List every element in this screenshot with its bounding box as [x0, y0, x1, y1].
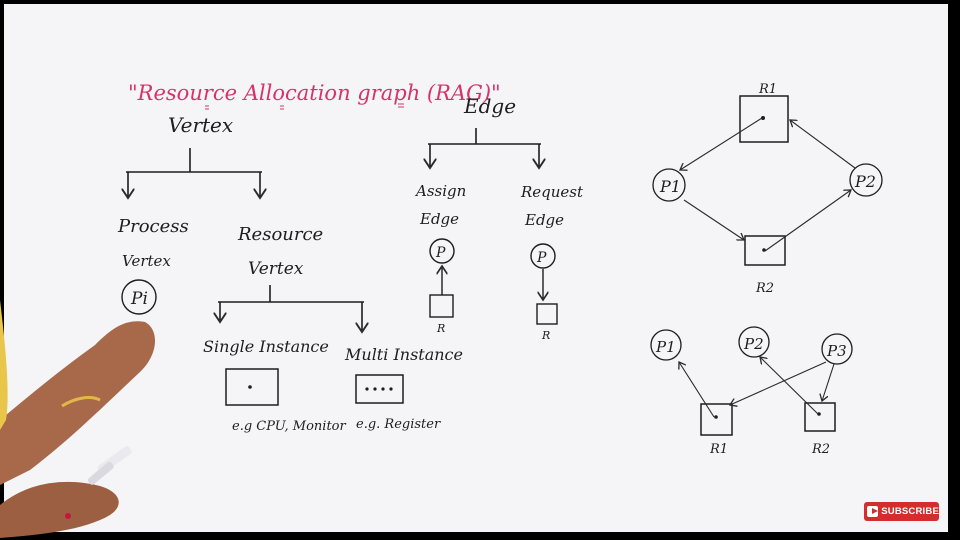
request-edge-line2: Edge: [524, 211, 564, 229]
resource-tree: [218, 285, 364, 332]
process-vertex-symbol: Pi: [130, 289, 148, 309]
multi-instance-dots: [365, 387, 393, 391]
g2-r2-dot: [817, 412, 821, 416]
youtube-play-icon: [867, 506, 879, 517]
g1-p2-circle: [849, 163, 883, 197]
multi-instance-box: [355, 374, 404, 404]
single-instance-example: e.g CPU, Monitor: [232, 419, 346, 434]
single-instance-label: Single Instance: [203, 337, 329, 356]
g1-p1-circle: [652, 168, 686, 202]
example-graph-1: R1 P1 P2 R2: [652, 82, 883, 296]
g2-edge-p3-r1: [730, 361, 827, 405]
vertex-tree: [126, 148, 262, 198]
g2-edge-r2-p2: [760, 357, 819, 415]
g1-r1-dot: [761, 116, 765, 120]
g2-edge-p3-r2: [822, 363, 835, 401]
g1-edge-r1-p1: [680, 117, 763, 170]
g2-edge-r1-p1: [679, 362, 715, 418]
subscribe-label: SUBSCRIBE: [881, 506, 939, 517]
request-r-label: R: [541, 329, 550, 342]
g2-r2-label: R2: [811, 442, 830, 457]
single-instance-dot: [248, 385, 252, 389]
g2-p1-circle: [650, 329, 682, 361]
process-vertex-line1: Process: [117, 216, 189, 237]
title-underline-marks: [205, 103, 404, 110]
assign-p-label: P: [435, 245, 446, 261]
resource-vertex-line2: Vertex: [248, 259, 304, 279]
multi-instance-example: e.g. Register: [356, 417, 441, 432]
single-instance-box: [225, 368, 279, 406]
g1-edge-r2-p2: [764, 190, 851, 252]
g2-p2-circle: [738, 326, 770, 358]
assign-r-box: [429, 294, 454, 318]
edge-tree: [428, 128, 541, 168]
multi-instance-label: Multi Instance: [344, 345, 463, 364]
edge-heading: Edge: [463, 94, 516, 118]
g2-p3-label: P3: [826, 342, 847, 360]
request-p-circle: [530, 243, 556, 269]
g2-p2-label: P2: [743, 335, 764, 353]
subscribe-button[interactable]: SUBSCRIBE: [864, 502, 939, 521]
g1-r1-box: [739, 95, 789, 143]
request-edge-line1: Request: [520, 183, 584, 201]
g1-r2-label: R2: [755, 281, 774, 296]
g1-edge-p2-r1: [790, 120, 856, 169]
g1-p2-label: P2: [854, 172, 876, 191]
page-title: "Resource Allocation graph (RAG)": [128, 81, 501, 105]
g1-r2-box: [744, 235, 786, 266]
request-r-box: [536, 303, 558, 325]
g1-r1-label: R1: [758, 82, 777, 97]
g2-r1-label: R1: [709, 442, 728, 457]
g1-p1-label: P1: [659, 177, 681, 196]
request-p-label: P: [536, 250, 547, 266]
assign-r-label: R: [436, 322, 445, 335]
g2-p3-circle: [821, 333, 853, 365]
process-vertex-circle: [121, 279, 157, 315]
assign-edge-line1: Assign: [414, 182, 466, 200]
assign-p-circle: [429, 238, 455, 264]
g1-edge-p1-r2: [683, 199, 744, 240]
g2-r2-box: [804, 402, 836, 432]
g2-r1-box: [700, 403, 733, 436]
assign-edge-line2: Edge: [419, 210, 459, 228]
g2-p1-label: P1: [655, 338, 676, 356]
vertex-heading: Vertex: [168, 113, 233, 137]
g2-r1-dot: [714, 415, 718, 419]
process-vertex-line2: Vertex: [122, 252, 171, 270]
resource-vertex-line1: Resource: [237, 224, 323, 245]
g1-r2-dot: [762, 248, 766, 252]
board-surface: [4, 4, 948, 532]
example-graph-2: P1 P2 P3 R1 R2: [650, 326, 853, 457]
presenter-arm: [0, 300, 156, 538]
